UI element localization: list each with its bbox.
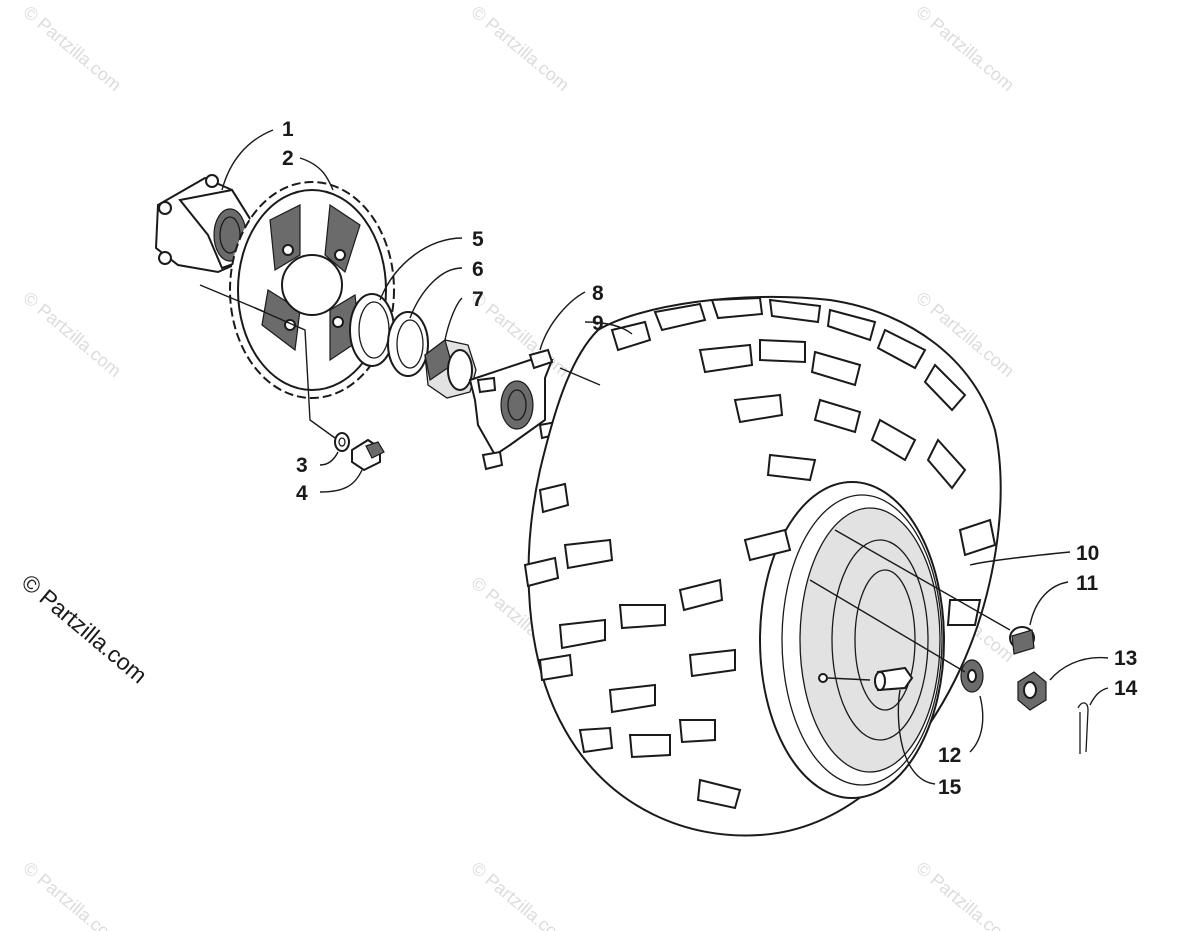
- callout-11[interactable]: 11: [1076, 572, 1099, 595]
- callout-10[interactable]: 10: [1076, 542, 1099, 565]
- callout-13[interactable]: 13: [1114, 647, 1137, 670]
- sprocket-hub-part[interactable]: [154, 174, 254, 274]
- wheel-hub-part[interactable]: [468, 348, 560, 471]
- callout-15[interactable]: 15: [938, 776, 962, 799]
- callout-12[interactable]: 12: [938, 744, 961, 767]
- rear-sprocket-part[interactable]: [229, 181, 395, 399]
- callout-8[interactable]: 8: [592, 282, 604, 305]
- watermark-main: © Partzilla.com: [17, 569, 152, 689]
- sprocket-bolt-part[interactable]: [351, 438, 385, 472]
- watermark-text: © Partzilla.com: [467, 2, 573, 95]
- watermark-text: © Partzilla.com: [912, 2, 1018, 95]
- tire-and-wheel-part[interactable]: [523, 295, 1002, 837]
- callout-1[interactable]: 1: [282, 118, 294, 141]
- axle-nut-part[interactable]: [424, 338, 477, 399]
- watermark-text: © Partzilla.com: [19, 288, 125, 381]
- lug-nut-part[interactable]: [1009, 626, 1035, 655]
- callout-7[interactable]: 7: [472, 288, 484, 311]
- valve-stem-part[interactable]: [818, 666, 914, 692]
- washer-ring-part[interactable]: [387, 311, 429, 377]
- callout-5[interactable]: 5: [472, 228, 484, 251]
- sprocket-washer-part[interactable]: [334, 432, 350, 452]
- watermark-text: © Partzilla.com: [467, 858, 573, 931]
- cotter-pin-part[interactable]: [1077, 702, 1089, 754]
- callout-3[interactable]: 3: [296, 454, 308, 477]
- callout-4[interactable]: 4: [296, 482, 308, 505]
- axle-washer-part[interactable]: [960, 659, 984, 693]
- watermark-text: © Partzilla.com: [912, 858, 1018, 931]
- leader-lines: [199, 129, 1109, 785]
- callout-14[interactable]: 14: [1114, 677, 1138, 700]
- callout-2[interactable]: 2: [282, 147, 294, 170]
- callout-9[interactable]: 9: [592, 312, 604, 335]
- watermark-text: © Partzilla.com: [19, 858, 125, 931]
- watermark-text: © Partzilla.com: [19, 2, 125, 95]
- callout-6[interactable]: 6: [472, 258, 484, 281]
- seal-ring-part[interactable]: [349, 293, 395, 367]
- castle-nut-part[interactable]: [1017, 671, 1047, 711]
- callout-labels: 1 2 3 4 5 6 7 8 9 10 11 13 14 12 15: [282, 118, 1138, 799]
